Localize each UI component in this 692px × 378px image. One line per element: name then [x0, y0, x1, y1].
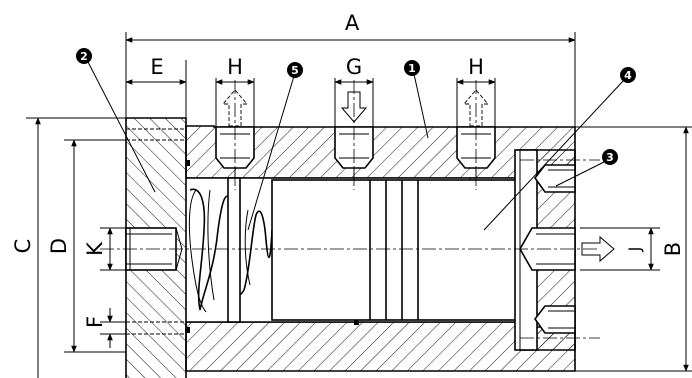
piston-rod-left: [227, 177, 241, 323]
dim-label-b: B: [661, 242, 685, 256]
dimension-lines: [35, 37, 689, 378]
dashed-arrow-up-icon: [222, 89, 248, 127]
svg-text:2: 2: [80, 50, 88, 63]
svg-text:3: 3: [606, 151, 614, 164]
end-cap: [125, 117, 190, 378]
dim-label-h-left: H: [227, 55, 243, 79]
dim-label-h-right: H: [468, 55, 484, 79]
svg-text:1: 1: [408, 62, 416, 75]
dim-label-j: J: [625, 247, 644, 253]
part-number-badge-1: 1: [404, 60, 420, 76]
dim-label-a: A: [345, 11, 360, 35]
dashed-arrow-up-icon: [463, 89, 489, 127]
svg-text:5: 5: [291, 64, 299, 77]
extension-lines: [26, 32, 692, 372]
centerlines: [100, 80, 600, 339]
leader-lines: [87, 61, 625, 231]
dim-label-k: K: [83, 241, 107, 256]
dim-label-f: F: [83, 316, 107, 328]
dim-label-g: G: [346, 55, 362, 79]
dim-label-e: E: [150, 55, 163, 79]
dim-label-c: C: [11, 239, 35, 254]
front-head: [514, 149, 576, 351]
dim-label-d: D: [47, 238, 71, 254]
svg-text:4: 4: [624, 69, 632, 82]
part-number-badge-2: 2: [76, 48, 92, 64]
piston: [271, 178, 521, 325]
part-number-badge-5: 5: [287, 62, 303, 78]
part-number-badge-4: 4: [620, 67, 636, 83]
part-number-badge-3: 3: [602, 149, 618, 165]
arrow-down-icon: [340, 91, 368, 123]
arrow-right-icon: [581, 235, 615, 263]
